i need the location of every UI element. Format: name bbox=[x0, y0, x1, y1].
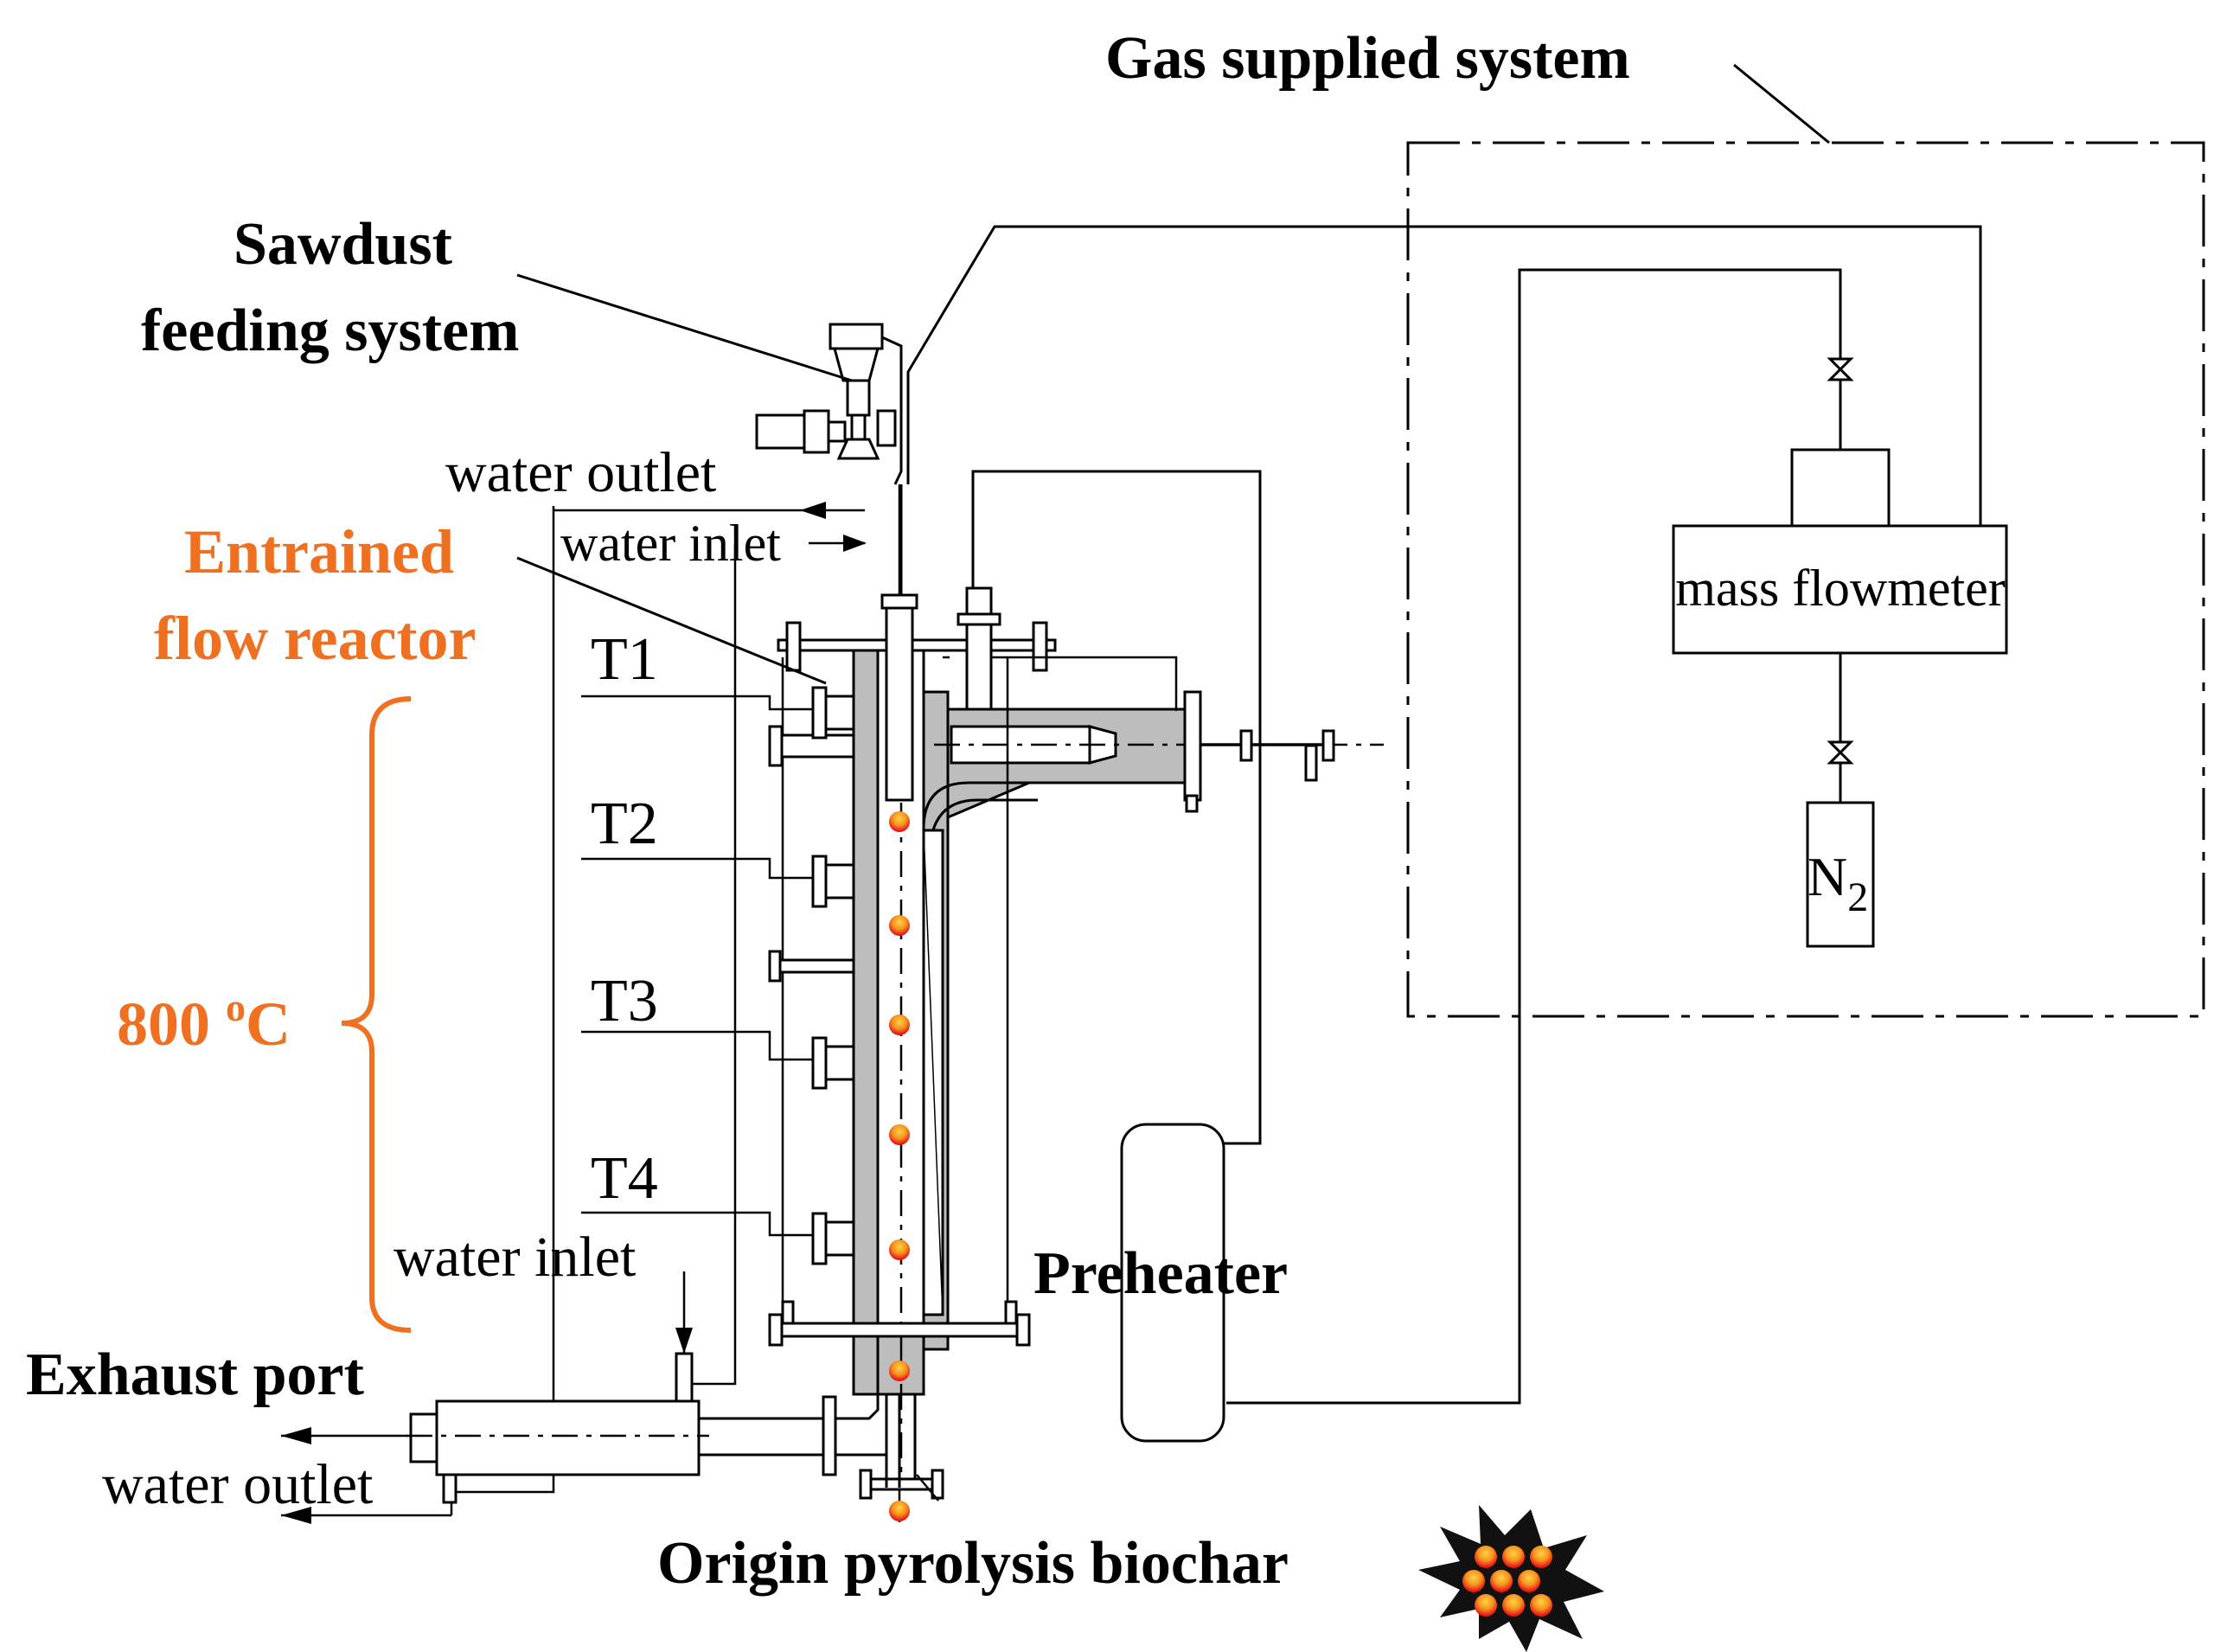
gas-system-label: Gas supplied system bbox=[1105, 25, 1630, 92]
t3-label: T3 bbox=[591, 968, 658, 1034]
mass-flowmeter-label: mass flowmeter bbox=[1675, 560, 2006, 617]
sawdust-label-line1: Sawdust bbox=[234, 211, 452, 278]
n2-label: N2 bbox=[1808, 846, 1868, 920]
condenser-body bbox=[435, 1399, 701, 1476]
gas-system-leader bbox=[1733, 63, 1830, 144]
t2-label: T2 bbox=[591, 791, 658, 857]
reactor-leader bbox=[516, 556, 827, 685]
gas-line-to-feeder bbox=[906, 225, 1982, 528]
preheater-gas-line bbox=[971, 470, 1262, 1145]
reactor-label-line1: Entrained bbox=[184, 517, 454, 586]
sawdust-feeder bbox=[755, 323, 903, 595]
flowmeter-top-block bbox=[1790, 448, 1891, 528]
sawdust-label-line2: feeding system bbox=[141, 298, 519, 364]
reactor-label-line2: flow reactor bbox=[154, 604, 476, 673]
water-inlet-top-label: water inlet bbox=[560, 515, 781, 572]
thermocouple-port-t1 bbox=[811, 686, 855, 740]
exhaust-condenser bbox=[281, 1271, 901, 1524]
valve-upper bbox=[1827, 357, 1854, 381]
reactor-outer-wall-left bbox=[852, 649, 880, 1396]
t4-label: T4 bbox=[591, 1145, 658, 1212]
preheater-body bbox=[1120, 1123, 1225, 1443]
water-outlet-bottom-label: water outlet bbox=[102, 1453, 373, 1516]
mass-flowmeter-box bbox=[1672, 524, 2008, 655]
gas-supply-system: mass flowmeter N2 Gas supplied system bbox=[906, 25, 2205, 1405]
water-outlet-top-label: water outlet bbox=[445, 441, 716, 504]
n2-cylinder bbox=[1806, 801, 1875, 948]
biochar-label: Origin pyrolysis biochar bbox=[657, 1530, 1289, 1597]
temperature-bracket bbox=[341, 696, 412, 1333]
gas-system-boundary bbox=[1406, 141, 2205, 1018]
water-inlet-bottom-label: water inlet bbox=[393, 1226, 636, 1289]
t1-label: T1 bbox=[591, 626, 658, 693]
exhaust-port-label: Exhaust port bbox=[26, 1341, 364, 1408]
sawdust-leader bbox=[516, 273, 853, 382]
biochar-particles bbox=[889, 811, 910, 1521]
thermocouple-port-t2 bbox=[811, 855, 855, 908]
preheater: Preheater bbox=[971, 470, 1288, 1443]
valve-lower bbox=[1827, 740, 1854, 765]
thermocouple-port-t3 bbox=[811, 1036, 855, 1090]
gas-line-to-preheater bbox=[1226, 268, 1842, 1405]
thermocouple-port-t4 bbox=[811, 1212, 855, 1265]
preheater-label: Preheater bbox=[1033, 1240, 1288, 1307]
biochar-burst-icon bbox=[1418, 1505, 1604, 1652]
temperature-label: 800 oC bbox=[117, 985, 291, 1059]
